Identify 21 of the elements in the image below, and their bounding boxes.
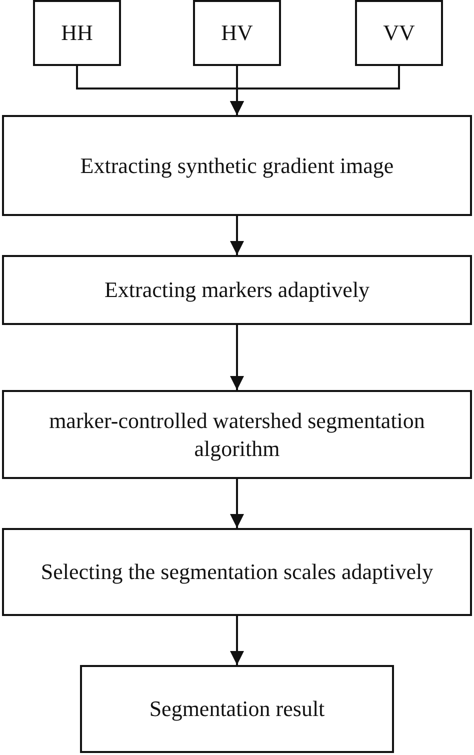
process-box — [2, 115, 472, 216]
arrow — [230, 216, 244, 255]
arrow — [230, 66, 400, 115]
arrow — [230, 616, 244, 665]
box-label: Extracting synthetic gradient image — [80, 152, 394, 180]
box-label: Segmentation result — [149, 695, 325, 723]
process-box — [2, 255, 472, 325]
process-box — [355, 0, 443, 66]
box-label: HV — [221, 19, 253, 47]
arrow — [230, 479, 244, 528]
process-box — [193, 0, 281, 66]
box-label: marker-controlled watershed segmentation algorithm — [48, 407, 426, 462]
process-box — [2, 390, 472, 479]
box-label: HH — [61, 19, 93, 47]
arrow — [230, 325, 244, 390]
box-label: VV — [383, 19, 415, 47]
box-label: Extracting markers adaptively — [104, 276, 370, 304]
process-box — [2, 528, 472, 616]
box-label: Selecting the segmentation scales adaptively — [40, 558, 434, 586]
process-box — [33, 0, 121, 66]
process-box — [80, 665, 394, 753]
